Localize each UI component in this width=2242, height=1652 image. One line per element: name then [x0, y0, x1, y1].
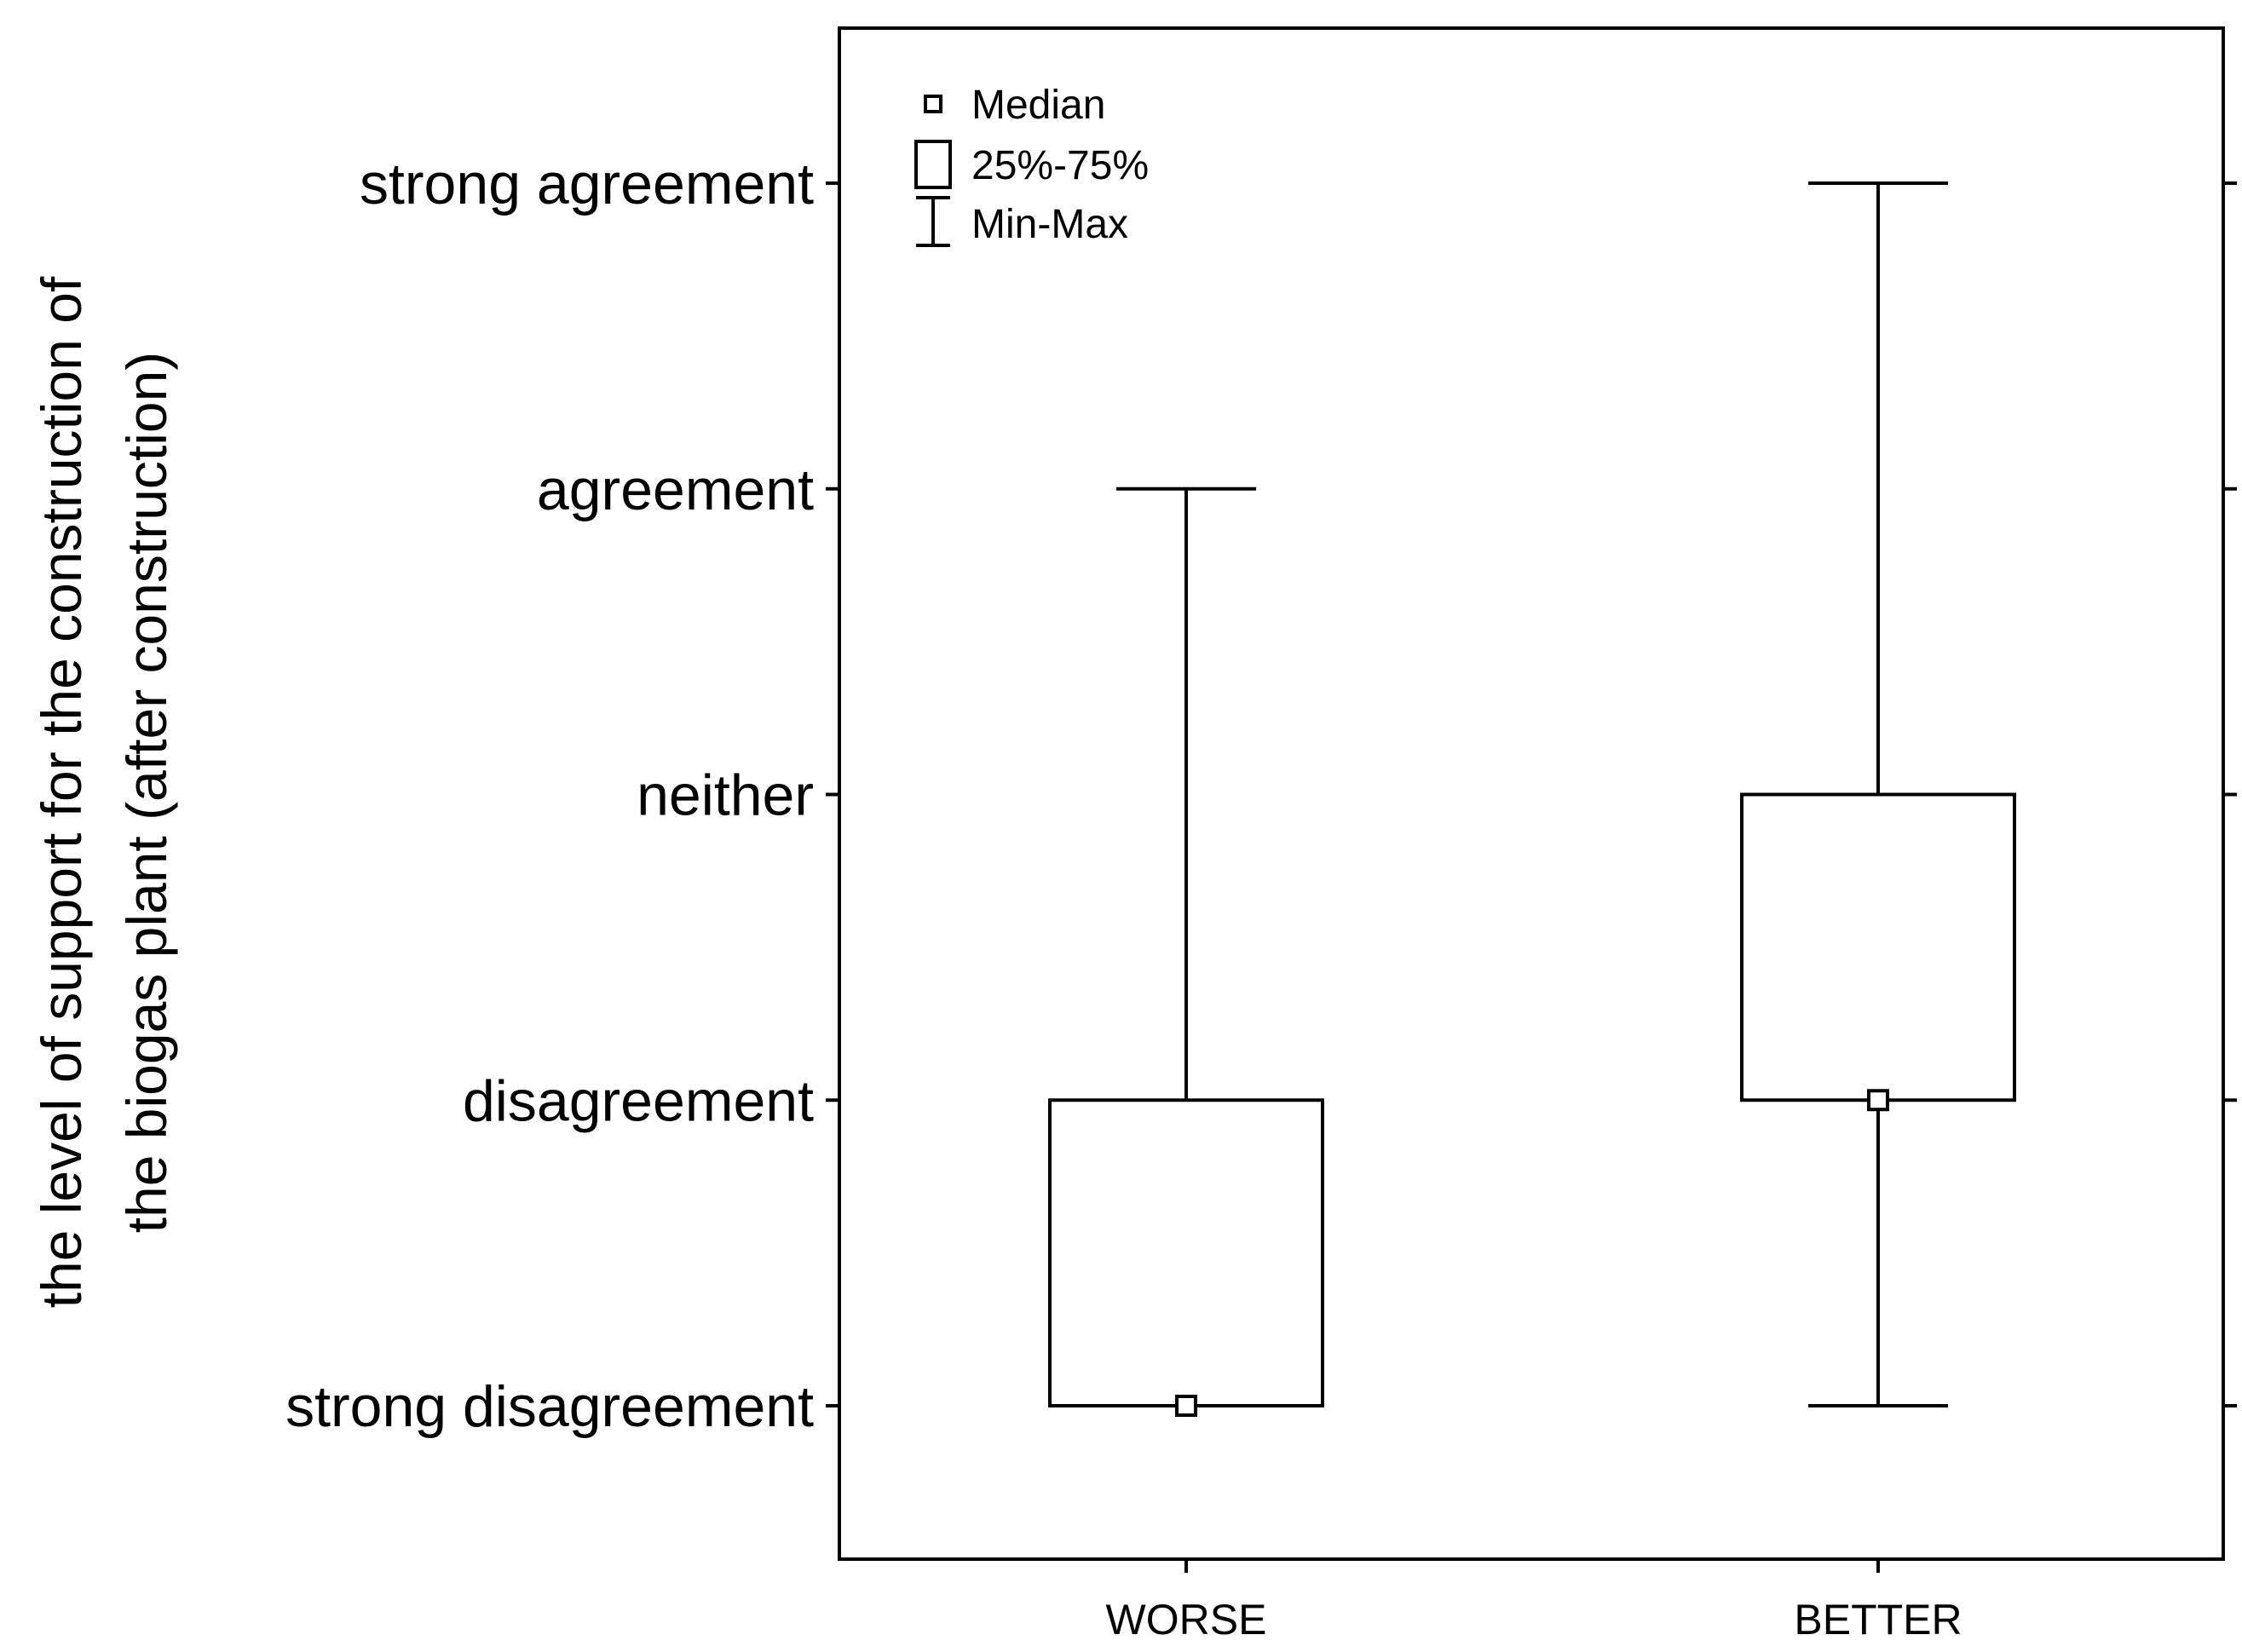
x-tick-label: BETTER: [1794, 1596, 1962, 1643]
legend-label: Median: [971, 83, 1105, 128]
box-worse: [1048, 486, 1324, 1417]
y-tick-label: strong disagreement: [285, 1374, 814, 1439]
legend-median-symbol: [924, 95, 942, 113]
y-axis-title-line-2: the biogas plant (after construction): [115, 352, 178, 1234]
x-axis-ticks: WORSE BETTER: [1106, 1559, 1962, 1643]
median-marker: [1867, 1089, 1889, 1112]
y-axis-title-line-1: the level of support for the constructio…: [30, 276, 93, 1308]
legend-label: Min-Max: [971, 202, 1128, 247]
box-series: [1048, 181, 2016, 1417]
x-tick-label: WORSE: [1106, 1596, 1267, 1643]
iqr-box: [1048, 1098, 1324, 1407]
y-tick-label: disagreement: [463, 1068, 814, 1133]
legend-box-symbol: [914, 140, 952, 189]
y-axis-ticks: strong disagreement disagreement neither ag…: [285, 152, 2237, 1439]
y-axis-title: the level of support for the constructio…: [30, 276, 178, 1308]
y-tick-label: strong agreement: [360, 152, 814, 216]
legend: Median 25%-75% Min-Max: [914, 83, 1149, 247]
iqr-box: [1740, 792, 2016, 1102]
y-tick-label: neither: [637, 763, 814, 828]
y-tick-label: agreement: [537, 458, 814, 522]
legend-label: 25%-75%: [971, 143, 1149, 188]
median-marker: [1175, 1395, 1197, 1417]
box-better: [1740, 181, 2016, 1407]
